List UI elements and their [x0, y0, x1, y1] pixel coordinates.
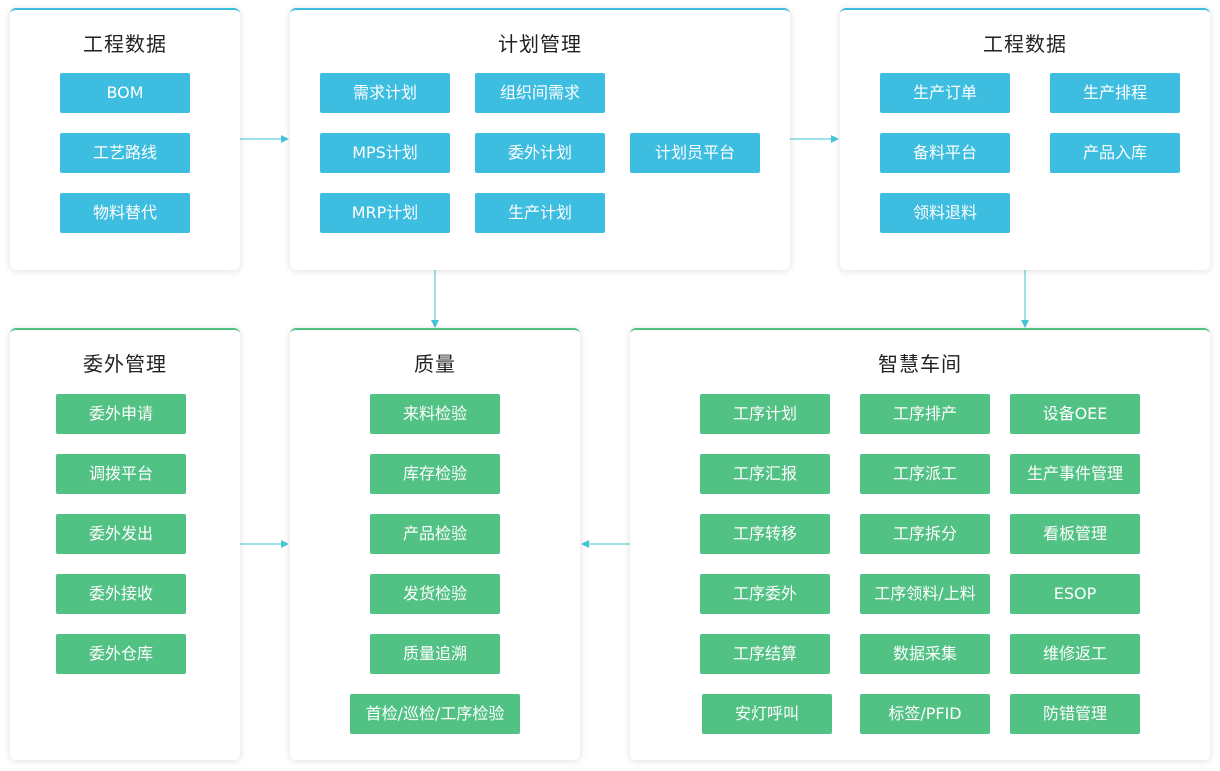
- node-data-collection[interactable]: 数据采集: [860, 634, 990, 674]
- node-production-schedule[interactable]: 生产排程: [1050, 73, 1180, 113]
- node-inter-org-demand[interactable]: 组织间需求: [475, 73, 605, 113]
- node-product-inspection[interactable]: 产品检验: [370, 514, 500, 554]
- node-material-substitute[interactable]: 物料替代: [60, 193, 190, 233]
- node-kanban-mgmt[interactable]: 看板管理: [1010, 514, 1140, 554]
- node-bom[interactable]: BOM: [60, 73, 190, 113]
- panel-title: 工程数据: [83, 32, 167, 56]
- node-outsource-plan[interactable]: 委外计划: [475, 133, 605, 173]
- node-repair-rework[interactable]: 维修返工: [1010, 634, 1140, 674]
- node-incoming-inspection[interactable]: 来料检验: [370, 394, 500, 434]
- node-process-report[interactable]: 工序汇报: [700, 454, 830, 494]
- node-error-proofing-mgmt[interactable]: 防错管理: [1010, 694, 1140, 734]
- node-process-dispatch[interactable]: 工序派工: [860, 454, 990, 494]
- node-first-patrol-process-inspection[interactable]: 首检/巡检/工序检验: [350, 694, 520, 734]
- node-demand-plan[interactable]: 需求计划: [320, 73, 450, 113]
- node-process-material-feed[interactable]: 工序领料/上料: [860, 574, 990, 614]
- node-process-settlement[interactable]: 工序结算: [700, 634, 830, 674]
- node-transfer-platform[interactable]: 调拨平台: [56, 454, 186, 494]
- panel-title: 智慧车间: [878, 352, 962, 376]
- node-quality-trace[interactable]: 质量追溯: [370, 634, 500, 674]
- panel-smart-workshop: 智慧车间 工序计划 工序汇报 工序转移 工序委外 工序结算 安灯呼叫 工序排产 …: [630, 328, 1210, 760]
- node-inventory-inspection[interactable]: 库存检验: [370, 454, 500, 494]
- panel-engineering-data-right: 工程数据 生产订单 备料平台 领料退料 生产排程 产品入库: [840, 8, 1210, 270]
- node-production-event-mgmt[interactable]: 生产事件管理: [1010, 454, 1140, 494]
- node-process-split[interactable]: 工序拆分: [860, 514, 990, 554]
- node-outsource-send[interactable]: 委外发出: [56, 514, 186, 554]
- node-equipment-oee[interactable]: 设备OEE: [1010, 394, 1140, 434]
- panel-quality: 质量 来料检验 库存检验 产品检验 发货检验 质量追溯 首检/巡检/工序检验: [290, 328, 580, 760]
- node-process-scheduling[interactable]: 工序排产: [860, 394, 990, 434]
- node-outsource-warehouse[interactable]: 委外仓库: [56, 634, 186, 674]
- node-production-plan[interactable]: 生产计划: [475, 193, 605, 233]
- panel-engineering-data-left: 工程数据 BOM 工艺路线 物料替代: [10, 8, 240, 270]
- node-product-warehousing[interactable]: 产品入库: [1050, 133, 1180, 173]
- node-process-route[interactable]: 工艺路线: [60, 133, 190, 173]
- node-material-prep[interactable]: 备料平台: [880, 133, 1010, 173]
- node-process-outsource[interactable]: 工序委外: [700, 574, 830, 614]
- node-outsource-request[interactable]: 委外申请: [56, 394, 186, 434]
- node-mrp-plan[interactable]: MRP计划: [320, 193, 450, 233]
- node-process-transfer[interactable]: 工序转移: [700, 514, 830, 554]
- node-shipping-inspection[interactable]: 发货检验: [370, 574, 500, 614]
- panel-outsourcing: 委外管理 委外申请 调拨平台 委外发出 委外接收 委外仓库: [10, 328, 240, 760]
- panel-title: 委外管理: [83, 352, 167, 376]
- node-process-plan[interactable]: 工序计划: [700, 394, 830, 434]
- node-label-pfid[interactable]: 标签/PFID: [860, 694, 990, 734]
- panel-title: 计划管理: [498, 32, 582, 56]
- node-production-order[interactable]: 生产订单: [880, 73, 1010, 113]
- node-mps-plan[interactable]: MPS计划: [320, 133, 450, 173]
- node-andon-call[interactable]: 安灯呼叫: [702, 694, 832, 734]
- node-material-issue-return[interactable]: 领料退料: [880, 193, 1010, 233]
- node-esop[interactable]: ESOP: [1010, 574, 1140, 614]
- panel-title: 工程数据: [983, 32, 1067, 56]
- node-planner-platform[interactable]: 计划员平台: [630, 133, 760, 173]
- panel-title: 质量: [414, 352, 456, 376]
- panel-planning: 计划管理 需求计划 MPS计划 MRP计划 组织间需求 委外计划 生产计划 计划…: [290, 8, 790, 270]
- node-outsource-receive[interactable]: 委外接收: [56, 574, 186, 614]
